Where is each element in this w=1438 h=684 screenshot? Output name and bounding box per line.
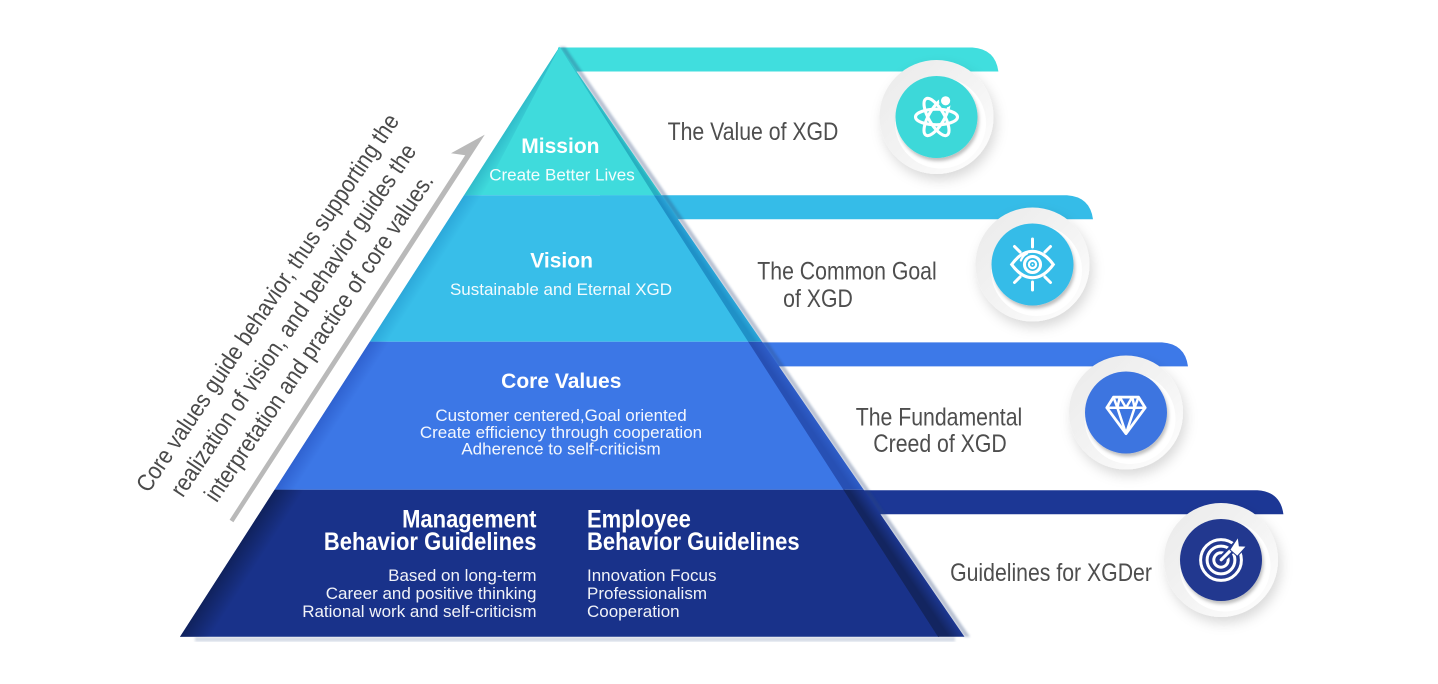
svg-text:Guidelines for XGDer: Guidelines for XGDer: [950, 558, 1152, 586]
svg-text:Cooperation: Cooperation: [587, 602, 680, 621]
svg-text:Adherence to self-criticism: Adherence to self-criticism: [461, 440, 660, 459]
svg-text:Management: Management: [402, 505, 537, 533]
svg-text:Innovation Focus: Innovation Focus: [587, 566, 716, 585]
svg-text:Customer centered,Goal oriente: Customer centered,Goal oriented: [435, 406, 686, 425]
svg-text:of XGD: of XGD: [783, 284, 853, 312]
svg-text:Behavior Guidelines: Behavior Guidelines: [324, 528, 537, 556]
svg-text:Core Values: Core Values: [501, 370, 621, 393]
svg-text:Behavior Guidelines: Behavior Guidelines: [587, 528, 800, 556]
svg-text:The Common Goal: The Common Goal: [757, 257, 936, 285]
svg-text:Employee: Employee: [587, 505, 691, 533]
svg-text:The Value of XGD: The Value of XGD: [668, 117, 839, 145]
svg-text:Create efficiency through coop: Create efficiency through cooperation: [420, 423, 702, 442]
svg-text:The Fundamental: The Fundamental: [856, 403, 1022, 431]
svg-text:Creed of XGD: Creed of XGD: [873, 429, 1006, 457]
svg-text:Professionalism: Professionalism: [587, 584, 707, 603]
svg-text:Mission: Mission: [521, 135, 599, 158]
svg-text:Rational work and self-critici: Rational work and self-criticism: [302, 602, 536, 621]
svg-text:Sustainable and Eternal XGD: Sustainable and Eternal XGD: [450, 280, 672, 299]
svg-text:Based on long-term: Based on long-term: [388, 566, 536, 585]
svg-text:Vision: Vision: [530, 249, 593, 272]
svg-text:Create Better Lives: Create Better Lives: [489, 166, 635, 185]
svg-text:Career and positive thinking: Career and positive thinking: [326, 584, 537, 603]
